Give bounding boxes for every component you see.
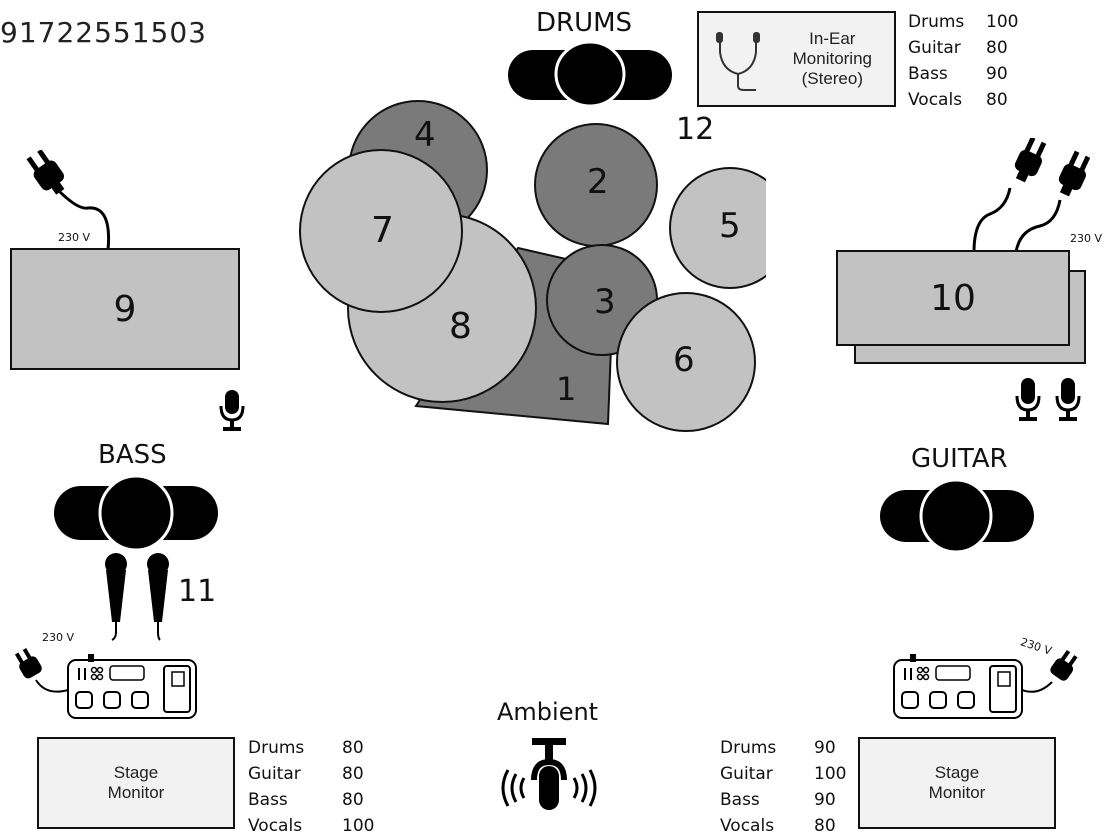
left-monitor-line2: Monitor xyxy=(107,783,165,802)
drum-number-3: 3 xyxy=(594,282,616,322)
mix-row: Vocals 80 xyxy=(908,87,1018,113)
mix-name: Vocals xyxy=(720,816,775,836)
earphones-icon xyxy=(716,32,760,91)
left-monitor-line1: Stage xyxy=(113,763,159,782)
mix-name: Guitar xyxy=(720,764,773,784)
guitar-position-icon xyxy=(880,478,1034,554)
mix-value: 90 xyxy=(814,738,836,758)
bass-amp: 9 xyxy=(10,248,240,370)
right-pedalboard-icon xyxy=(893,649,1078,719)
drum-kit xyxy=(299,100,766,432)
bass-mics-number: 11 xyxy=(178,574,217,609)
mix-name: Drums xyxy=(248,738,305,758)
vocal-mic-icon xyxy=(219,390,245,431)
right-monitor-line1: Stage xyxy=(934,763,980,782)
mix-row: Guitar 80 xyxy=(908,35,1018,61)
dual-vocal-mic-icon xyxy=(1015,378,1081,421)
right-monitor-line2: Monitor xyxy=(928,783,986,802)
mix-value: 80 xyxy=(814,816,836,836)
bass-amp-voltage: 230 V xyxy=(58,231,91,244)
mix-value: 80 xyxy=(342,738,364,758)
drum-number-8: 8 xyxy=(449,306,472,347)
mix-value: 100 xyxy=(814,764,847,784)
drum-number-7: 7 xyxy=(371,210,394,251)
mix-name: Drums xyxy=(720,738,777,758)
drum-number-4: 4 xyxy=(414,115,436,155)
mix-value: 100 xyxy=(342,816,375,836)
mix-row: Drums 90 xyxy=(720,735,846,761)
mix-row: Vocals 80 xyxy=(720,813,846,839)
mix-value: 80 xyxy=(986,90,1008,110)
in-ear-line3: (Stereo) xyxy=(801,69,864,88)
bass-position-icon xyxy=(54,474,218,552)
right-monitor-mix-list: Drums 90 Guitar 100 Bass 90 Vocals 80 xyxy=(720,735,846,839)
drum-piece-5 xyxy=(669,167,766,289)
right-stage-monitor: Stage Monitor xyxy=(858,737,1056,829)
iem-number-label: 12 xyxy=(676,112,715,147)
phone-number: 91722551503 xyxy=(0,16,207,49)
guitar-label: GUITAR xyxy=(911,444,1008,474)
bass-label: BASS xyxy=(98,440,167,470)
in-ear-line2: Monitoring xyxy=(792,49,872,68)
mix-name: Bass xyxy=(908,64,948,84)
drummer-position-icon xyxy=(508,40,672,106)
in-ear-monitoring-box: In-Ear Monitoring (Stereo) xyxy=(697,11,896,107)
drum-piece-6 xyxy=(616,292,756,432)
mix-row: Bass 80 xyxy=(248,787,374,813)
mix-value: 80 xyxy=(342,764,364,784)
mix-row: Vocals 100 xyxy=(248,813,374,839)
mix-value: 90 xyxy=(814,790,836,810)
mix-row: Drums 80 xyxy=(248,735,374,761)
mix-row: Bass 90 xyxy=(720,787,846,813)
drum-number-1: 1 xyxy=(556,370,577,408)
drum-number-2: 2 xyxy=(587,162,609,202)
guitar-amp: 10 xyxy=(836,250,1070,346)
mix-name: Vocals xyxy=(248,816,303,836)
mix-row: Drums 100 xyxy=(908,9,1018,35)
left-monitor-mix-list: Drums 80 Guitar 80 Bass 80 Vocals 100 xyxy=(248,735,374,839)
mix-value: 80 xyxy=(986,38,1008,58)
drums-label: DRUMS xyxy=(536,8,633,38)
power-plug-icon xyxy=(26,150,111,251)
drum-number-6: 6 xyxy=(673,340,695,380)
left-pedalboard-icon xyxy=(14,647,197,719)
ambient-mic-icon xyxy=(501,738,597,810)
mix-row: Guitar 100 xyxy=(720,761,846,787)
left-stage-monitor: Stage Monitor xyxy=(37,737,235,829)
mix-name: Bass xyxy=(720,790,760,810)
guitar-amp-voltage: 230 V xyxy=(1070,232,1103,245)
ambient-label: Ambient xyxy=(497,698,599,726)
drum-piece-7 xyxy=(299,149,463,313)
mix-name: Guitar xyxy=(248,764,301,784)
mix-name: Bass xyxy=(248,790,288,810)
in-ear-line1: In-Ear xyxy=(809,29,856,48)
drum-number-5: 5 xyxy=(719,206,741,246)
mix-row: Bass 90 xyxy=(908,61,1018,87)
mix-value: 80 xyxy=(342,790,364,810)
mix-row: Guitar 80 xyxy=(248,761,374,787)
dual-power-plug-icon xyxy=(972,138,1090,253)
mix-name: Guitar xyxy=(908,38,961,58)
handheld-mics-icon xyxy=(105,553,169,641)
left-pedalboard-voltage: 230 V xyxy=(42,631,75,644)
mix-name: Vocals xyxy=(908,90,963,110)
mix-name: Drums xyxy=(908,12,965,32)
mix-value: 100 xyxy=(986,12,1019,32)
in-ear-mix-list: Drums 100 Guitar 80 Bass 90 Vocals 80 xyxy=(908,9,1018,113)
mix-value: 90 xyxy=(986,64,1008,84)
